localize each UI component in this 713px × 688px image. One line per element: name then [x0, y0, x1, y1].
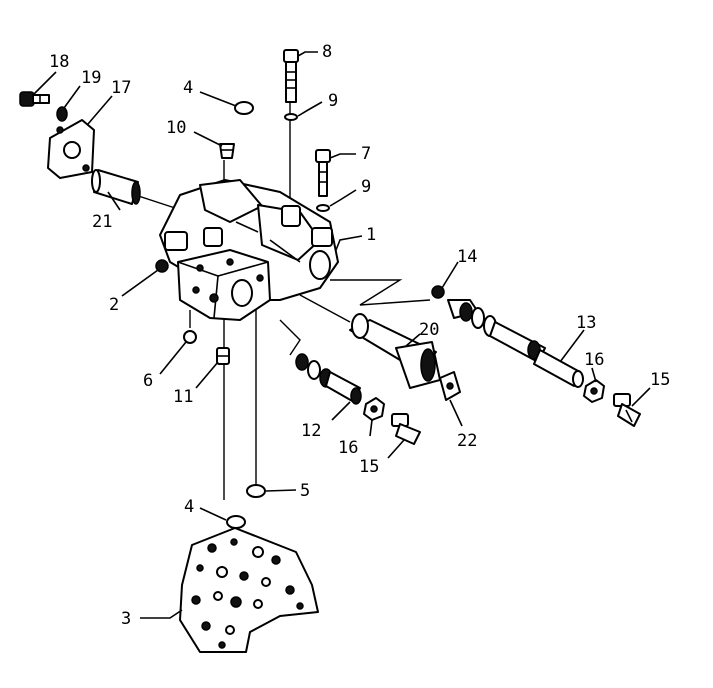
part-16-nut-right — [583, 379, 605, 403]
callout-18: 18 — [49, 52, 69, 72]
part-11-plug — [216, 347, 230, 365]
callout-1: 1 — [366, 225, 376, 245]
part-22-fitting — [439, 371, 461, 401]
part-15-fitting-lower — [391, 413, 421, 445]
callout-17: 17 — [111, 78, 131, 98]
part-9-washer-upper — [284, 113, 298, 121]
part-18-bolt — [19, 91, 50, 107]
callout-16-right: 16 — [584, 350, 604, 370]
callout-21: 21 — [92, 212, 112, 232]
callout-16-lower: 16 — [338, 438, 358, 458]
callout-11: 11 — [173, 387, 193, 407]
callout-labels: 18 19 17 4 8 9 10 7 9 21 1 14 2 20 13 6 … — [49, 42, 670, 629]
part-4-plug-upper — [234, 101, 254, 115]
part-5-plug — [246, 484, 266, 498]
leader-lines — [33, 51, 651, 619]
part-8-long-bolt — [283, 49, 299, 103]
part-15-fitting-right — [613, 393, 641, 427]
part-20-sleeve — [349, 313, 441, 389]
part-21-sleeve — [91, 169, 141, 205]
callout-22: 22 — [457, 431, 477, 451]
part-6-ball — [183, 330, 197, 344]
part-14-ball — [431, 285, 445, 299]
part-16-nut-lower — [363, 397, 385, 421]
callout-9-upper: 9 — [328, 91, 338, 111]
callout-4-lower: 4 — [184, 497, 194, 517]
part-7-bolt — [315, 149, 331, 197]
callout-6: 6 — [143, 371, 153, 391]
callout-4-upper: 4 — [183, 78, 193, 98]
callout-13: 13 — [576, 313, 596, 333]
callout-14: 14 — [457, 247, 477, 267]
callout-15-lower: 15 — [359, 457, 379, 477]
part-1-valve-body-lower-block — [177, 249, 271, 321]
callout-9-lower: 9 — [361, 177, 371, 197]
callout-12: 12 — [301, 421, 321, 441]
callout-19: 19 — [81, 68, 101, 88]
callout-15-right: 15 — [650, 370, 670, 390]
part-13-spool-assembly — [447, 299, 584, 388]
callout-8: 8 — [322, 42, 332, 62]
callout-20: 20 — [419, 320, 439, 340]
part-2-nut — [155, 259, 169, 273]
part-4-plug-lower — [226, 515, 246, 529]
part-12-spool-spring — [295, 353, 362, 405]
part-9-washer-lower — [316, 204, 330, 212]
part-19-washer — [56, 106, 68, 122]
callout-2: 2 — [109, 295, 119, 315]
callout-10: 10 — [166, 118, 186, 138]
callout-3: 3 — [121, 609, 131, 629]
part-17-cover-plate — [47, 119, 95, 179]
part-10-plug — [219, 143, 235, 159]
part-3-separator-plate — [179, 527, 319, 653]
callout-7: 7 — [361, 144, 371, 164]
callout-5: 5 — [300, 481, 310, 501]
